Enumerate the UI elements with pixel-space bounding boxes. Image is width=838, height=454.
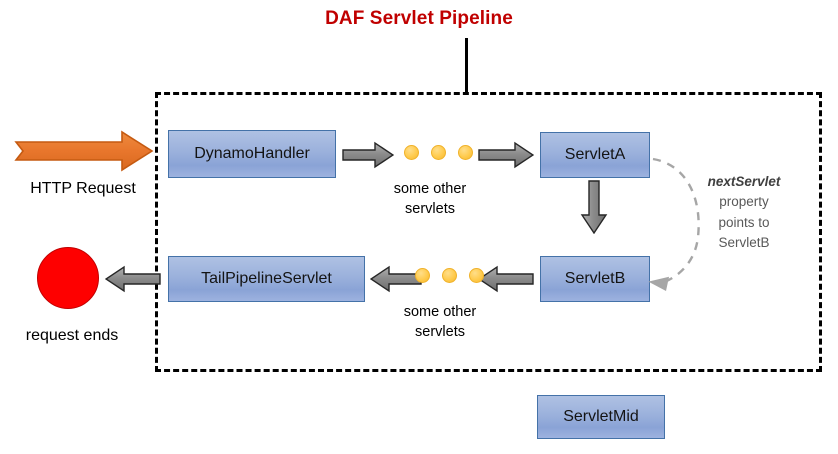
request-ends-label: request ends (25, 327, 119, 344)
caption-some-other-servlets-bottom: some other servlets (403, 304, 477, 340)
nextservlet-annotation-line1: property (719, 194, 769, 210)
page-title: DAF Servlet Pipeline (325, 8, 513, 29)
arrow-servlets-to-tailpipelineservlet (369, 265, 422, 293)
box-servletmid[interactable]: ServletMid (537, 395, 665, 439)
box-servletb[interactable]: ServletB (540, 256, 650, 302)
nextservlet-annotation-line2: points to (718, 214, 770, 230)
dot-icon (415, 268, 430, 283)
title-connector-line (465, 38, 468, 92)
arrow-dynamohandler-to-servlets (342, 141, 395, 169)
box-dynamohandler-label: DynamoHandler (194, 145, 310, 162)
nextservlet-annotation-line3: ServletB (718, 234, 770, 250)
arrow-servlets-to-servleta (478, 141, 535, 169)
box-servletb-label: ServletB (564, 270, 626, 287)
arrow-tailpipelineservlet-to-request-end (104, 265, 161, 293)
nextservlet-annotation: nextServlet property points to ServletB (690, 172, 798, 253)
http-request-label: HTTP Request (30, 180, 136, 197)
arrow-servletb-to-servlets (477, 265, 534, 293)
box-servleta-label: ServletA (564, 146, 626, 163)
nextservlet-annotation-emphasis: nextServlet (707, 174, 781, 189)
arrow-servleta-to-servletb (580, 180, 608, 235)
dot-icon (442, 268, 457, 283)
dot-icon (458, 145, 473, 160)
box-dynamohandler[interactable]: DynamoHandler (168, 130, 336, 178)
box-tailpipelineservlet[interactable]: TailPipelineServlet (168, 256, 365, 302)
nextservlet-curved-arrow (640, 145, 720, 295)
box-servleta[interactable]: ServletA (540, 132, 650, 178)
dot-icon (431, 145, 446, 160)
caption-some-other-servlets-top: some other servlets (393, 181, 467, 217)
pipeline-boundary (155, 92, 822, 372)
box-servletmid-label: ServletMid (563, 408, 639, 425)
dot-icon (404, 145, 419, 160)
http-request-arrow (14, 130, 154, 172)
box-tailpipelineservlet-label: TailPipelineServlet (201, 270, 332, 287)
request-end-circle (37, 247, 99, 309)
some-other-servlets-dots-bottom (415, 268, 484, 283)
some-other-servlets-dots-top (404, 145, 473, 160)
dot-icon (469, 268, 484, 283)
